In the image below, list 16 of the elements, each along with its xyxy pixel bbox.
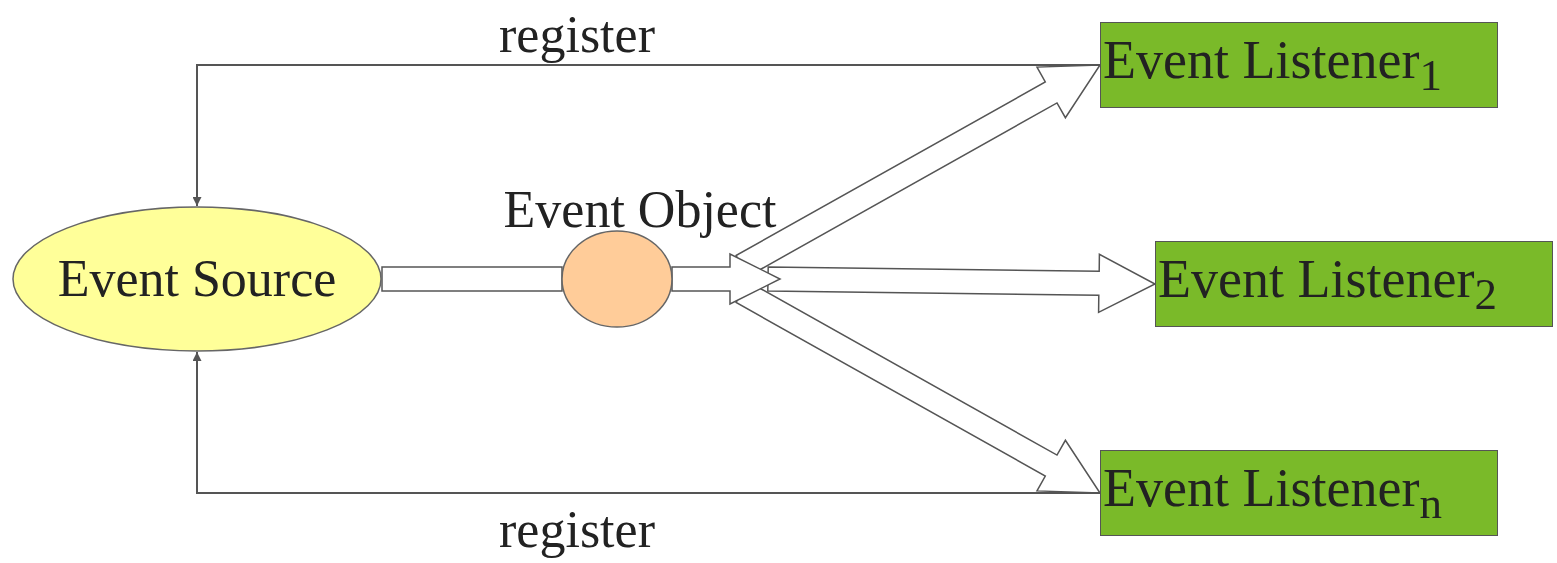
arrow [192, 64, 1101, 207]
block-arrow [671, 252, 782, 306]
node-label: Event Object [503, 184, 777, 236]
edge-label: register [499, 504, 655, 556]
listener-box [1155, 241, 1553, 327]
block-arrow [767, 253, 1157, 314]
listener-box [1100, 450, 1498, 536]
node-label: Event Listener$_{1}$ [1103, 32, 1442, 98]
node-label: Event Listener$_{2}$ [1158, 251, 1497, 317]
node-label: Event Listener$_{n}$ [1103, 460, 1442, 526]
arrow [192, 351, 1101, 494]
edge-label: register [499, 9, 655, 61]
listener-box [1100, 22, 1498, 108]
ellipse-node [12, 206, 382, 352]
node-label: Event Source [57, 253, 337, 305]
block-arrow [381, 266, 563, 292]
